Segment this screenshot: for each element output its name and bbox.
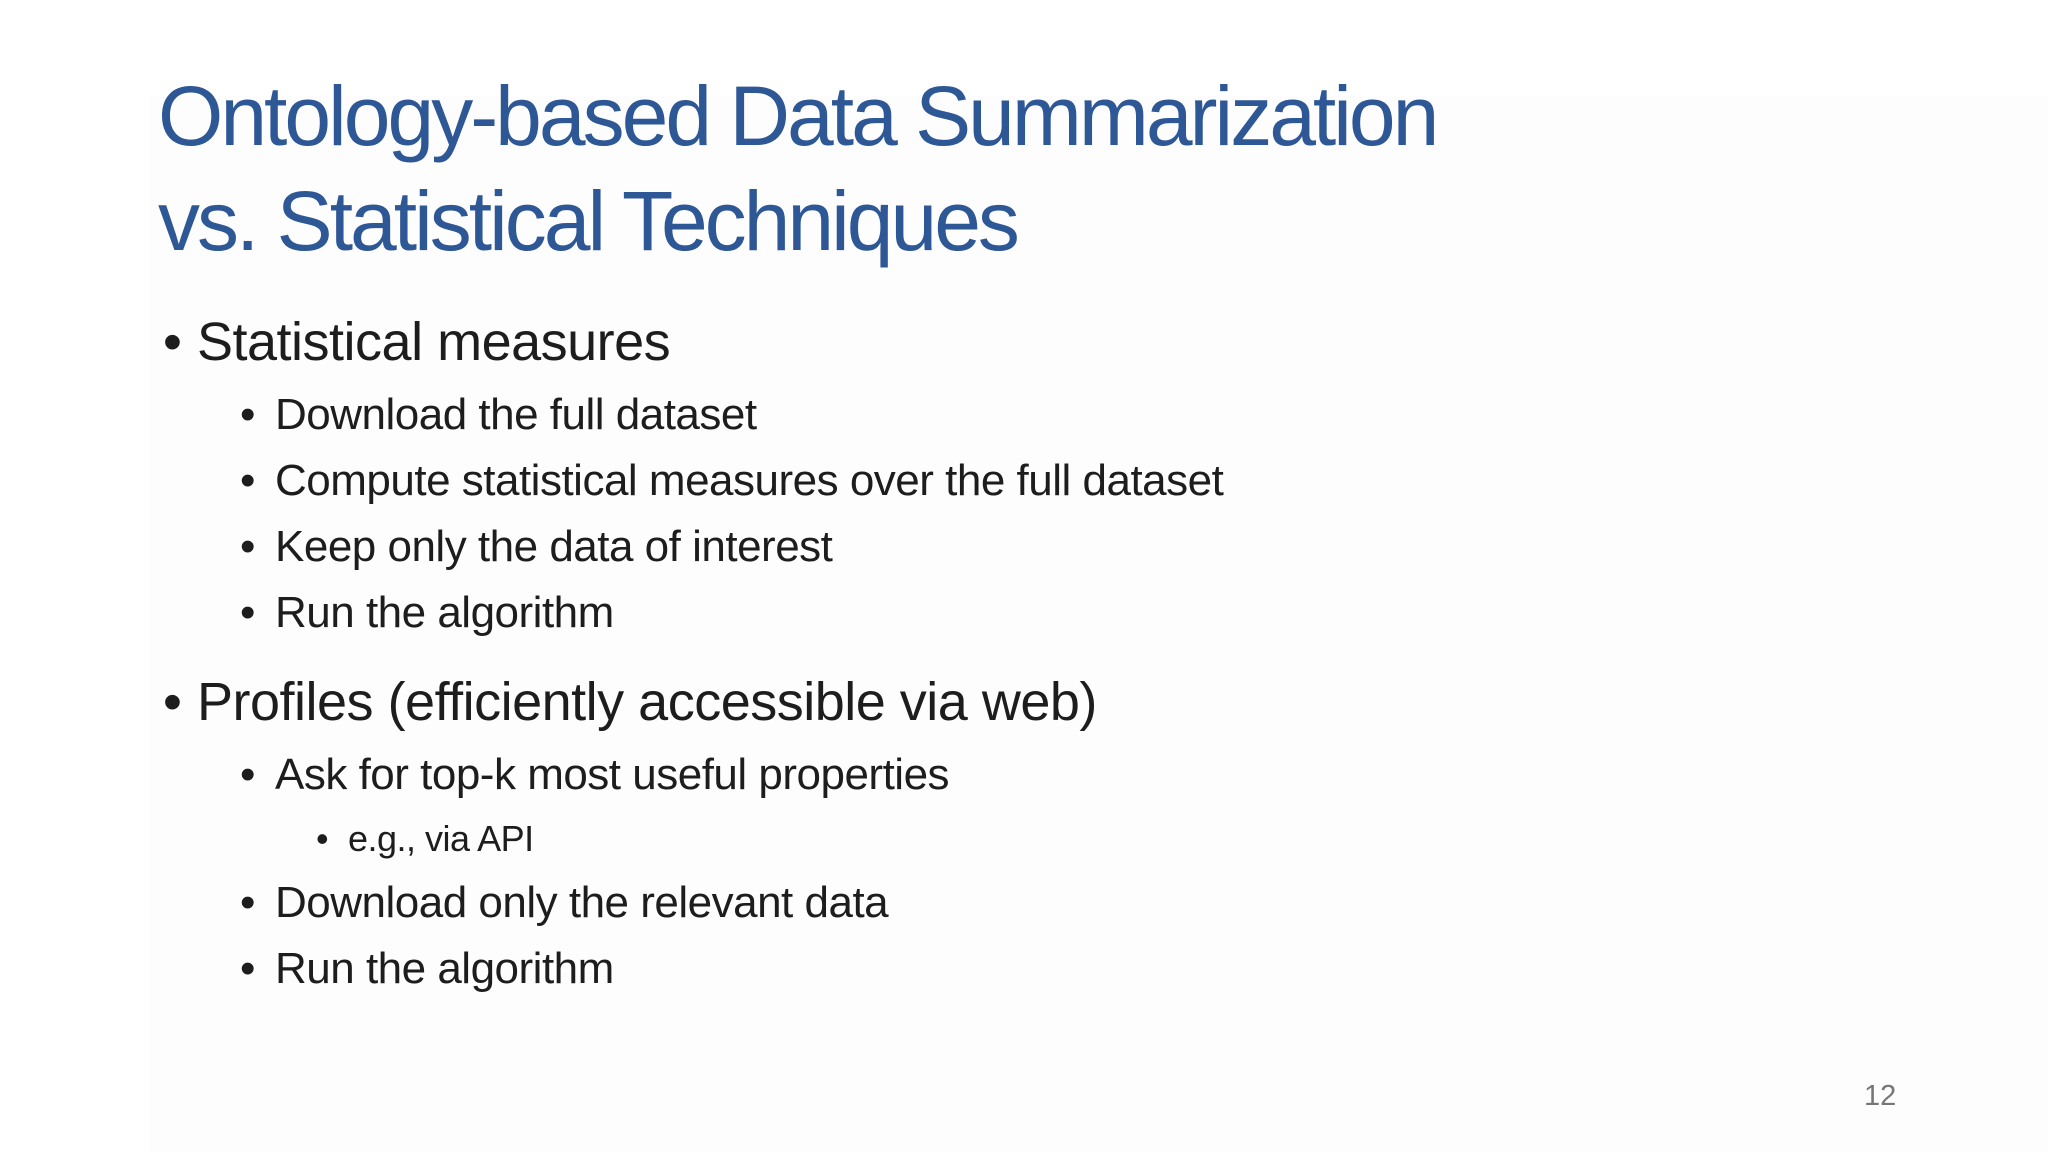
- bullet-marker-icon: •: [240, 750, 255, 799]
- bullet-text: Profiles (efficiently accessible via web…: [197, 672, 1097, 732]
- slide-background: [150, 96, 2048, 1152]
- bullet-marker-icon: •: [240, 944, 255, 993]
- bullet-list: •Statistical measures•Download the full …: [0, 307, 2048, 997]
- bullet-item: • Ask for top-k most useful properties: [0, 746, 2048, 803]
- bullet-item: • e.g., via API: [0, 815, 2048, 862]
- bullet-text: Compute statistical measures over the fu…: [275, 456, 1224, 505]
- bullet-marker-icon: •: [316, 818, 329, 859]
- bullet-text: Download the full dataset: [275, 390, 757, 439]
- bullet-marker-icon: •: [240, 878, 255, 927]
- bullet-item: • Compute statistical measures over the f…: [0, 452, 2048, 509]
- bullet-marker-icon: •: [240, 588, 255, 637]
- bullet-item: • Run the algorithm: [0, 584, 2048, 641]
- bullet-item: • Run the algorithm: [0, 940, 2048, 997]
- bullet-marker-icon: •: [163, 672, 182, 732]
- bullet-text: Download only the relevant data: [275, 878, 889, 927]
- bullet-text: Keep only the data of interest: [275, 522, 833, 571]
- bullet-text: Run the algorithm: [275, 944, 614, 993]
- bullet-text: Ask for top-k most useful properties: [275, 750, 950, 799]
- bullet-item: •Statistical measures: [0, 307, 2048, 377]
- bullet-marker-icon: •: [240, 456, 255, 505]
- bullet-text: e.g., via API: [348, 818, 534, 859]
- bullet-text: Run the algorithm: [275, 588, 614, 637]
- bullet-marker-icon: •: [240, 522, 255, 571]
- slide-title-line-2: vs. Statistical Techniques: [158, 174, 1020, 268]
- slide-title: Ontology-based Data Summarization vs. St…: [158, 64, 1439, 274]
- slide-title-line-1: Ontology-based Data Summarization: [158, 69, 1439, 163]
- bullet-marker-icon: •: [240, 390, 255, 439]
- page-number: 12: [1864, 1080, 1897, 1112]
- bullet-marker-icon: •: [163, 312, 182, 372]
- bullet-item: • Download only the relevant data: [0, 874, 2048, 931]
- bullet-text: Statistical measures: [197, 312, 671, 372]
- bullet-item: • Keep only the data of interest: [0, 518, 2048, 575]
- bullet-item: •Profiles (efficiently accessible via we…: [0, 667, 2048, 737]
- bullet-item: • Download the full dataset: [0, 386, 2048, 443]
